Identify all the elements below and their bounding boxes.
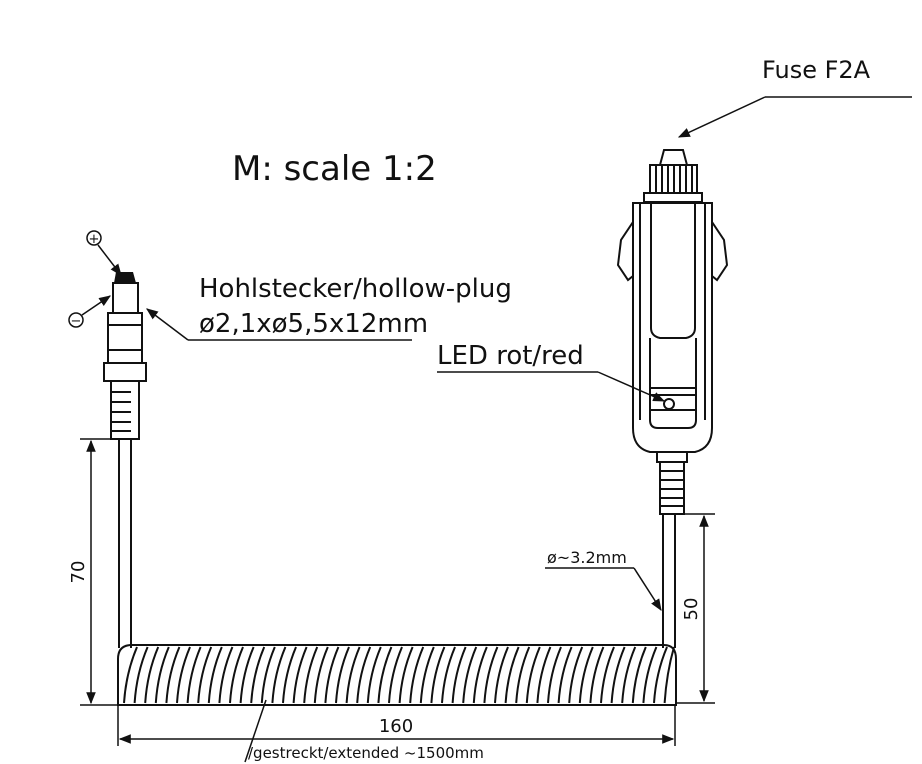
plug-body (107, 312, 143, 364)
svg-text:+: + (89, 232, 100, 247)
right-height-value: 50 (681, 598, 702, 621)
coil-turn (377, 646, 393, 704)
plug-name-label: Hohlstecker/hollow-plug (199, 274, 512, 304)
coil-turn (557, 646, 573, 704)
coiled-cable (117, 644, 677, 706)
coil-turn (207, 646, 223, 704)
coil-turn (610, 646, 626, 704)
cable-diameter-label: ø~3.2mm (547, 548, 627, 567)
coil-turn (515, 646, 531, 704)
coil-turn (165, 646, 181, 704)
coil-turn (197, 646, 213, 704)
plug-size-label: ø2,1xø5,5x12mm (199, 309, 428, 339)
coil-turn (282, 646, 297, 704)
coil-turn (292, 646, 308, 704)
extended-leader (244, 699, 267, 763)
car-plug (616, 149, 729, 648)
coil-turn (631, 646, 647, 704)
coil-turn (154, 646, 170, 704)
coil-turn (409, 646, 425, 704)
left-spring (616, 221, 634, 282)
extended-length-label: /gestreckt/extended ~1500mm (248, 744, 484, 762)
coil-turn (589, 646, 605, 704)
coil-turn (483, 646, 499, 704)
plug-housing (632, 202, 713, 453)
coil-turn (621, 646, 637, 704)
hollow-plug (103, 272, 147, 648)
coil-turn (578, 646, 594, 704)
plug-barrel (112, 282, 139, 314)
coil-turn (303, 646, 319, 704)
coil-outline (117, 644, 677, 706)
coil-turn (335, 646, 350, 704)
dimension-left-height: 70 (68, 438, 118, 706)
width-value: 160 (379, 716, 413, 737)
coil-turn (547, 646, 562, 704)
coil-turn (366, 646, 382, 704)
minus-symbol: − (68, 295, 111, 329)
coil-turn (419, 646, 435, 704)
coil-turn (504, 646, 520, 704)
right-spring (711, 221, 729, 282)
coil-turn (398, 646, 414, 704)
coil-turn (324, 646, 340, 704)
coil-turn (494, 646, 509, 704)
coil-turn (388, 646, 403, 704)
coil-turn (462, 646, 478, 704)
coil-turn (271, 646, 287, 704)
coil-turn (642, 646, 658, 704)
led-indicator (663, 398, 675, 410)
coil-turn (123, 646, 138, 704)
scale-title: M: scale 1:2 (232, 149, 437, 189)
coil-turn (525, 646, 541, 704)
coil-turn (133, 646, 149, 704)
svg-text:−: − (71, 314, 82, 329)
coil-turn (186, 646, 202, 704)
led-label: LED rot/red (437, 341, 584, 371)
coil-turn (356, 646, 372, 704)
plus-symbol: + (86, 230, 122, 276)
plug-strain-relief (110, 380, 140, 440)
coil-turn (472, 646, 488, 704)
left-height-value: 70 (68, 561, 89, 584)
coil-turn (218, 646, 234, 704)
coil-turn (250, 646, 266, 704)
coil-turn (663, 646, 675, 704)
coil-turn (229, 646, 244, 704)
coil-turn (568, 646, 584, 704)
fuse-cap (659, 149, 688, 166)
fuse-label: Fuse F2A (762, 56, 871, 84)
coil-turn (176, 646, 191, 704)
coil-turn (313, 646, 329, 704)
coil-turn (441, 646, 456, 704)
plug-collar (103, 362, 147, 382)
coil-turn (536, 646, 552, 704)
coil-turn (144, 646, 160, 704)
coil-turn (430, 646, 446, 704)
coil-turn (345, 646, 361, 704)
dimension-width: 160 (117, 705, 676, 746)
coil-turn (451, 646, 467, 704)
coil-turn (239, 646, 255, 704)
dimension-right-height: 50 (677, 513, 715, 704)
coil-turn (653, 646, 668, 704)
coil-turn (600, 646, 615, 704)
coil-turn (260, 646, 276, 704)
plug-tip (114, 272, 136, 283)
